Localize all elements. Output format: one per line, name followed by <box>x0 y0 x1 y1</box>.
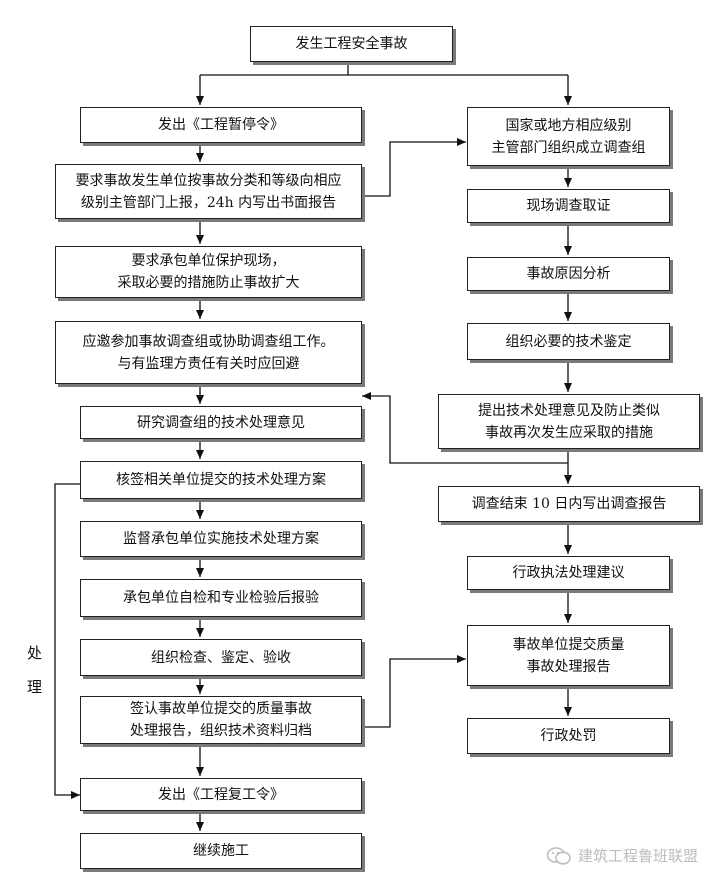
box-label: 继续施工 <box>193 843 249 859</box>
box-label: 发出《工程暂停令》 <box>158 117 284 133</box>
sign-plan-box: 核签相关单位提交的技术处理方案 <box>80 461 362 499</box>
self-check-box: 承包单位自检和专业检验后报验 <box>80 579 362 617</box>
supervise-box: 监督承包单位实施技术处理方案 <box>80 521 362 557</box>
box-label: 研究调查组的技术处理意见 <box>137 414 305 431</box>
box-label: 承包单位自检和专业检验后报验 <box>123 590 319 606</box>
protect-site-box: 要求承包单位保护现场， 采取必要的措施防止事故扩大 <box>55 246 362 298</box>
watermark: 建筑工程鲁班联盟 <box>546 845 698 866</box>
box-label: 组织必要的技术鉴定 <box>505 333 632 350</box>
investigation-team-box: 国家或地方相应级别 主管部门组织成立调查组 <box>467 107 670 166</box>
side-label-chu: 处 <box>27 644 43 662</box>
inspect-box: 组织检查、鉴定、验收 <box>80 639 362 676</box>
penalty-box: 行政处罚 <box>467 718 670 754</box>
box-label: 要求事故发生单位按事故分类和等级向相应 级别主管部门上报，24h 内写出书面报告 <box>75 172 342 211</box>
box-label: 国家或地方相应级别 主管部门组织成立调查组 <box>491 117 646 156</box>
box-label: 要求承包单位保护现场， 采取必要的措施防止事故扩大 <box>117 253 300 291</box>
continue-box: 继续施工 <box>80 833 362 869</box>
investigation-report-box: 调查结束 10 日内写出调查报告 <box>438 486 700 522</box>
box-label: 签认事故单位提交的质量事故 处理报告，组织技术资料归档 <box>130 701 312 739</box>
start-accident-box: 发生工程安全事故 <box>250 26 453 62</box>
sign-report-box: 签认事故单位提交的质量事故 处理报告，组织技术资料归档 <box>80 696 362 744</box>
resume-order-box: 发出《工程复工令》 <box>80 778 362 811</box>
evidence-box: 现场调查取证 <box>467 189 670 223</box>
box-label: 行政处罚 <box>540 728 597 744</box>
box-label: 监督承包单位实施技术处理方案 <box>123 531 319 547</box>
box-label: 发出《工程复工令》 <box>158 786 284 803</box>
admin-advice-box: 行政执法处理建议 <box>467 556 670 590</box>
technical-appraisal-box: 组织必要的技术鉴定 <box>467 323 670 360</box>
box-label: 提出技术处理意见及防止类似 事故再次发生应采取的措施 <box>478 402 660 441</box>
box-label: 组织检查、鉴定、验收 <box>151 649 291 666</box>
study-opinion-box: 研究调查组的技术处理意见 <box>80 406 362 439</box>
opinion-measures-box: 提出技术处理意见及防止类似 事故再次发生应采取的措施 <box>438 394 700 449</box>
box-label: 事故原因分析 <box>526 266 611 282</box>
wechat-icon <box>546 846 571 865</box>
box-label: 应邀参加事故调查组或协助调查组工作。 与有监理方责任有关时应回避 <box>82 333 335 372</box>
box-label: 行政执法处理建议 <box>512 565 625 581</box>
report-box: 要求事故发生单位按事故分类和等级向相应 级别主管部门上报，24h 内写出书面报告 <box>55 164 362 219</box>
side-label-li: 理 <box>27 678 43 696</box>
cause-analysis-box: 事故原因分析 <box>467 257 670 291</box>
box-label: 发生工程安全事故 <box>295 36 408 52</box>
box-label: 核签相关单位提交的技术处理方案 <box>116 472 326 488</box>
quality-report-box: 事故单位提交质量 事故处理报告 <box>467 625 670 686</box>
box-label: 现场调查取证 <box>526 198 611 214</box>
box-label: 调查结束 10 日内写出调查报告 <box>471 496 667 512</box>
watermark-text: 建筑工程鲁班联盟 <box>577 847 698 865</box>
box-label: 事故单位提交质量 事故处理报告 <box>512 636 625 675</box>
join-investigation-box: 应邀参加事故调查组或协助调查组工作。 与有监理方责任有关时应回避 <box>55 321 362 384</box>
stop-order-box: 发出《工程暂停令》 <box>80 107 362 143</box>
